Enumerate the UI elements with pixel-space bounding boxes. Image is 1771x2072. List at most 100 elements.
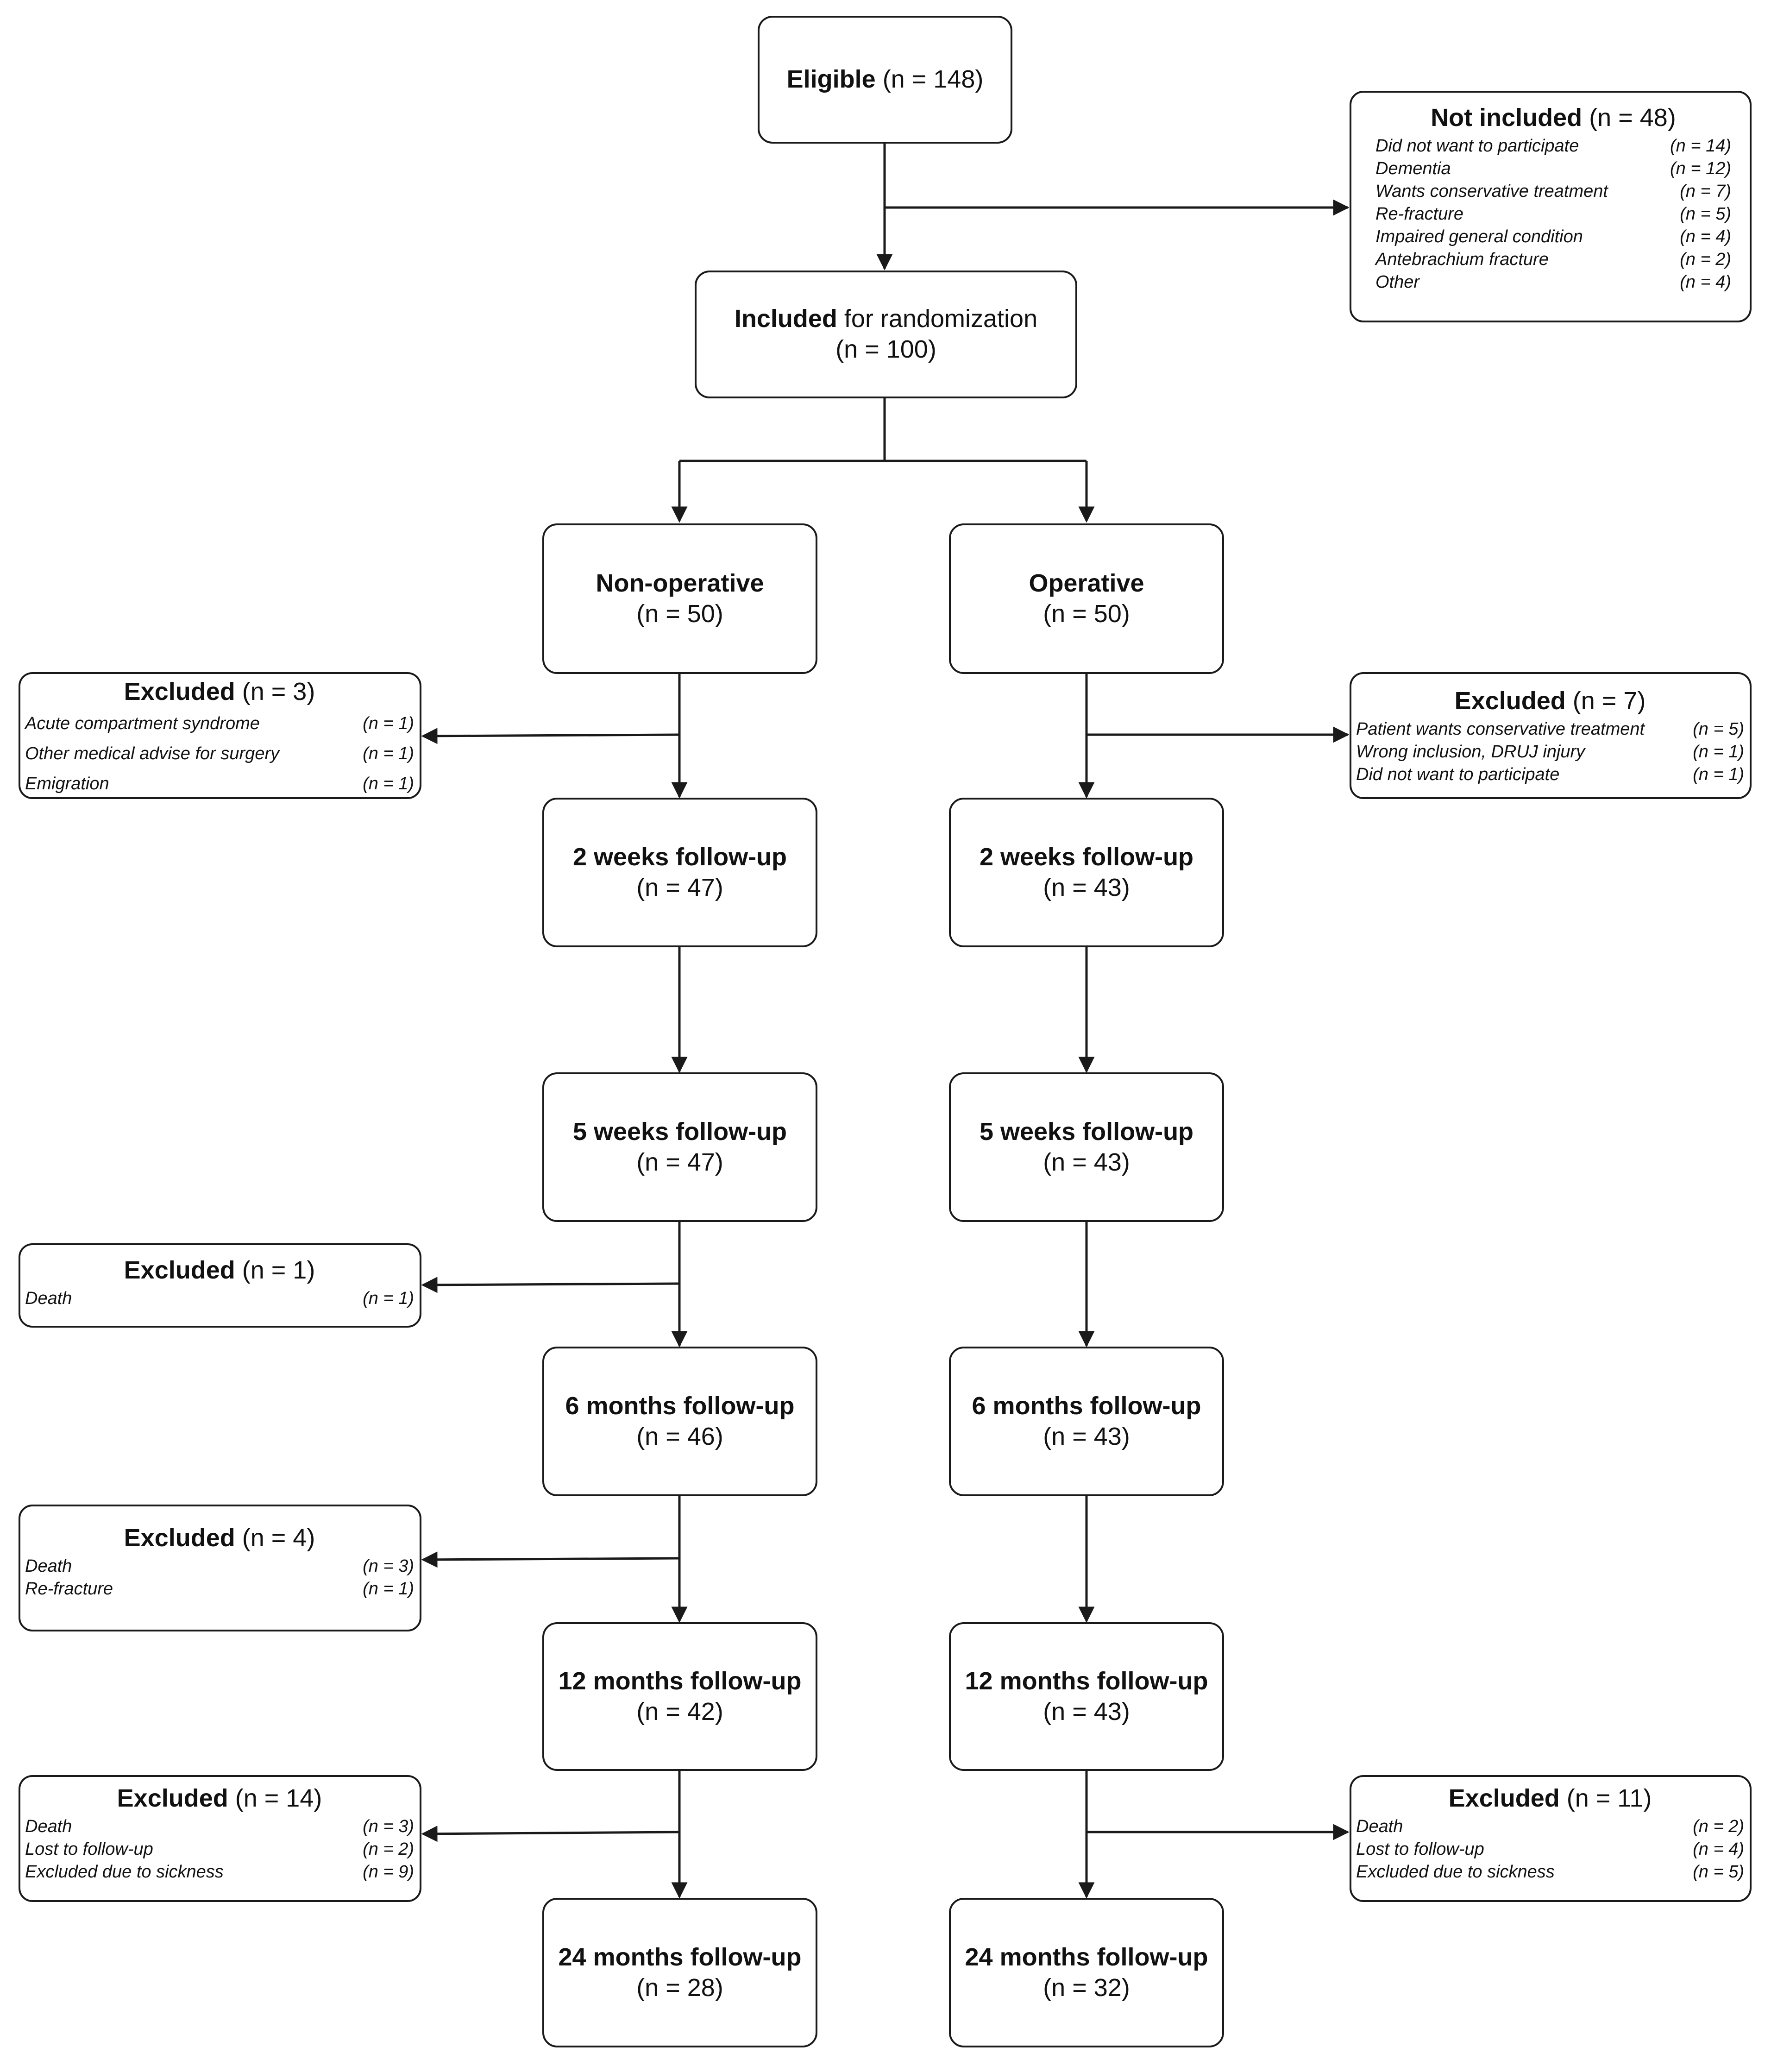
reason-label: Death xyxy=(25,1556,72,1576)
reason-row: Lost to follow-up (n = 4) xyxy=(1356,1838,1744,1861)
reason-count: (n = 9) xyxy=(363,1862,414,1882)
op-excluded-box-1: Excluded (n = 7) Patient wants conservat… xyxy=(1350,672,1752,799)
op-followup-12m: 12 months follow-up (n = 43) xyxy=(949,1622,1224,1771)
reason-row: Dementia(n = 12) xyxy=(1375,157,1731,180)
reason-count: (n = 1) xyxy=(363,774,414,794)
reason-count: (n = 4) xyxy=(1693,1839,1744,1859)
excluded-count: (n = 11) xyxy=(1566,1784,1652,1812)
reason-label: Re-fracture xyxy=(1375,204,1464,224)
op-followup-6m: 6 months follow-up (n = 43) xyxy=(949,1347,1224,1496)
reason-row: Excluded due to sickness(n = 9) xyxy=(25,1861,414,1883)
not-included-title: Not included xyxy=(1431,104,1583,132)
not-included-count: (n = 48) xyxy=(1589,104,1676,132)
followup-count: (n = 47) xyxy=(636,1148,723,1176)
reason-label: Wants conservative treatment xyxy=(1375,181,1608,201)
reason-row: Death (n = 3) xyxy=(25,1815,414,1838)
followup-label: 5 weeks follow-up xyxy=(572,1117,787,1146)
reason-label: Excluded due to sickness xyxy=(1356,1862,1555,1882)
reason-row: Re-fracture (n = 1) xyxy=(25,1578,414,1600)
op-followup-2w: 2 weeks follow-up (n = 43) xyxy=(949,798,1224,947)
reason-label: Death xyxy=(1356,1816,1403,1836)
arrow-nonop-excl-2 xyxy=(421,1277,680,1293)
reason-label: Patient wants conservative treatment xyxy=(1356,719,1645,739)
reason-count: (n = 1) xyxy=(363,713,414,733)
reason-row: Emigration (n = 1) xyxy=(25,769,414,799)
reason-count: (n = 3) xyxy=(363,1556,414,1576)
reason-row: Acute compartment syndrome (n = 1) xyxy=(25,709,414,739)
reason-label: Antebrachium fracture xyxy=(1375,249,1549,269)
reason-count: (n = 3) xyxy=(363,1816,414,1836)
reason-row: Impaired general condition (n = 4) xyxy=(1375,226,1731,248)
operative-title: Operative xyxy=(1029,569,1144,597)
reason-count: (n = 1) xyxy=(1693,742,1744,762)
included-title: Included xyxy=(734,305,837,333)
followup-label: 12 months follow-up xyxy=(558,1667,802,1695)
reason-row: Patient wants conservative treatment (n =… xyxy=(1356,718,1744,741)
operative-count: (n = 50) xyxy=(1043,599,1130,628)
followup-label: 12 months follow-up xyxy=(965,1667,1208,1695)
reason-count: (n = 5) xyxy=(1693,1862,1744,1882)
reason-label: Other medical advise for surgery xyxy=(25,743,280,763)
reason-row: Antebrachium fracture(n = 2) xyxy=(1375,248,1731,271)
excluded-count: (n = 14) xyxy=(235,1784,322,1812)
followup-count: (n = 46) xyxy=(636,1422,723,1450)
reason-count: (n = 7) xyxy=(1680,181,1731,201)
included-box: Included for randomization (n = 100) xyxy=(695,271,1077,398)
included-count: (n = 100) xyxy=(835,335,936,363)
nonoperative-box: Non-operative (n = 50) xyxy=(542,523,817,674)
excluded-title: Excluded xyxy=(1454,687,1566,715)
reason-label: Acute compartment syndrome xyxy=(25,713,260,733)
reason-count: (n = 1) xyxy=(363,1288,414,1308)
reason-row: Lost to follow-up (n = 2) xyxy=(25,1838,414,1861)
reason-label: Lost to follow-up xyxy=(1356,1839,1484,1859)
excluded-title: Excluded xyxy=(117,1784,228,1812)
excluded-title: Excluded xyxy=(124,678,235,705)
included-rest: for randomization xyxy=(844,305,1038,333)
reason-row: Wants conservative treatment (n = 7) xyxy=(1375,180,1731,203)
reason-label: Impaired general condition xyxy=(1375,227,1583,246)
reason-label: Did not want to participate xyxy=(1356,764,1560,784)
reason-label: Emigration xyxy=(25,774,109,794)
reason-row: Did not want to participate(n = 14) xyxy=(1375,135,1731,157)
reason-count: (n = 1) xyxy=(1693,764,1744,784)
op-followup-5w: 5 weeks follow-up (n = 43) xyxy=(949,1072,1224,1222)
excluded-title: Excluded xyxy=(124,1524,235,1552)
reason-label: Did not want to participate xyxy=(1375,136,1579,156)
arrow-nonop-excl-1 xyxy=(421,728,680,744)
excluded-count: (n = 3) xyxy=(242,678,315,705)
excluded-count: (n = 4) xyxy=(242,1524,315,1552)
operative-box: Operative (n = 50) xyxy=(949,523,1224,674)
nonop-excluded-box-4: Excluded (n = 14) Death (n = 3) Lost to f… xyxy=(19,1775,421,1902)
reason-count: (n = 12) xyxy=(1670,158,1731,178)
reason-label: Lost to follow-up xyxy=(25,1839,153,1859)
reason-row: Re-fracture (n = 5) xyxy=(1375,203,1731,226)
op-excluded-box-2: Excluded (n = 11) Death (n = 2) Lost to f… xyxy=(1350,1775,1752,1902)
reason-count: (n = 5) xyxy=(1680,204,1731,224)
excluded-title: Excluded xyxy=(1448,1784,1560,1812)
followup-label: 2 weeks follow-up xyxy=(979,843,1194,871)
reason-row: Other medical advise for surgery(n = 1) xyxy=(25,739,414,769)
eligible-title: Eligible xyxy=(786,65,876,94)
reason-label: Death xyxy=(25,1816,72,1836)
reason-label: Other xyxy=(1375,272,1420,292)
nonop-followup-24m: 24 months follow-up (n = 28) xyxy=(542,1898,817,2047)
reason-count: (n = 2) xyxy=(363,1839,414,1859)
followup-count: (n = 42) xyxy=(636,1697,723,1726)
followup-count: (n = 43) xyxy=(1043,1148,1130,1176)
reason-count: (n = 5) xyxy=(1693,719,1744,739)
followup-label: 5 weeks follow-up xyxy=(979,1117,1194,1146)
eligible-count: (n = 148) xyxy=(882,65,984,94)
reason-count: (n = 1) xyxy=(363,1579,414,1599)
nonop-followup-6m: 6 months follow-up (n = 46) xyxy=(542,1347,817,1496)
reason-count: (n = 2) xyxy=(1693,1816,1744,1836)
reason-label: Wrong inclusion, DRUJ injury xyxy=(1356,742,1585,762)
reason-count: (n = 4) xyxy=(1680,227,1731,246)
nonop-excluded-box-2: Excluded (n = 1) Death(n = 1) xyxy=(19,1243,421,1328)
reason-label: Re-fracture xyxy=(25,1579,113,1599)
followup-label: 24 months follow-up xyxy=(558,1943,802,1971)
reason-row: Other(n = 4) xyxy=(1375,271,1731,294)
followup-label: 2 weeks follow-up xyxy=(572,843,787,871)
followup-count: (n = 43) xyxy=(1043,873,1130,901)
reason-row: Death (n = 3) xyxy=(25,1555,414,1578)
